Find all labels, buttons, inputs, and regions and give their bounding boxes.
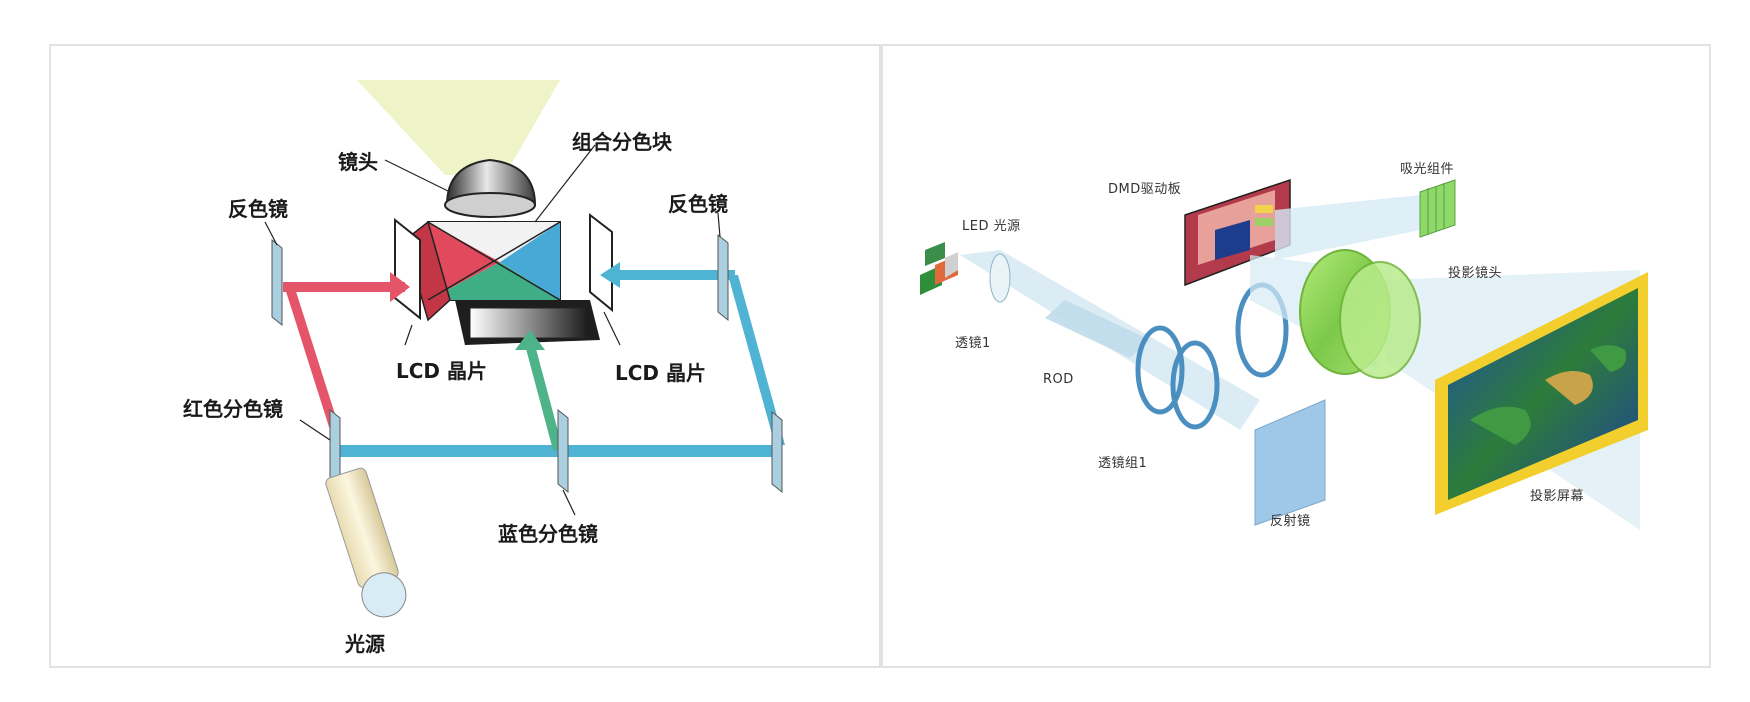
label-combiner: 组合分色块 <box>572 130 672 154</box>
label-led: LED 光源 <box>962 219 1021 234</box>
lcd-panel-front <box>455 300 600 345</box>
label-projection-lens: 投影镜头 <box>1448 266 1503 281</box>
label-lens: 镜头 <box>338 150 378 174</box>
label-mirror: 反射镜 <box>1270 514 1311 529</box>
label-reflector-right: 反色镜 <box>668 192 728 216</box>
label-blue-dichroic: 蓝色分色镜 <box>498 522 598 546</box>
dmd-board <box>1184 178 1291 287</box>
reflector-left <box>271 238 283 327</box>
light-absorber <box>1419 179 1456 238</box>
projection-lens-green <box>1299 249 1421 379</box>
lens-group-1 <box>1135 325 1185 415</box>
label-lens1: 透镜1 <box>955 336 991 351</box>
label-lcd-left: LCD 晶片 <box>396 359 487 383</box>
led-source <box>920 242 958 295</box>
blue-dichroic-mirror <box>557 408 569 494</box>
red-beam-vertical <box>283 282 340 430</box>
light-source-lamp <box>325 467 407 618</box>
reflector-right <box>717 233 729 322</box>
label-dmd: DMD驱动板 <box>1108 182 1182 197</box>
label-lens-group: 透镜组1 <box>1098 456 1148 471</box>
lens-1 <box>989 253 1011 303</box>
fold-mirror <box>771 410 783 494</box>
red-beam <box>283 282 405 292</box>
blue-beam <box>615 270 735 280</box>
label-absorber: 吸光组件 <box>1400 162 1455 177</box>
rod <box>1045 300 1150 358</box>
label-red-dichroic: 红色分色镜 <box>183 397 283 421</box>
green-beam <box>525 345 563 450</box>
label-lcd-right: LCD 晶片 <box>615 361 706 385</box>
projection-lens <box>444 158 537 218</box>
label-reflector-left: 反色镜 <box>228 197 288 221</box>
dlp-projector-diagram <box>920 178 1648 530</box>
label-screen: 投影屏幕 <box>1530 489 1585 504</box>
projection-cone <box>357 80 560 175</box>
projection-screen <box>1435 272 1648 515</box>
label-rod: ROD <box>1043 372 1074 387</box>
lcd-panel-right <box>589 212 613 313</box>
label-light-source: 光源 <box>345 632 385 656</box>
lcd-projector-diagram <box>264 80 785 618</box>
mirror <box>1254 399 1326 526</box>
